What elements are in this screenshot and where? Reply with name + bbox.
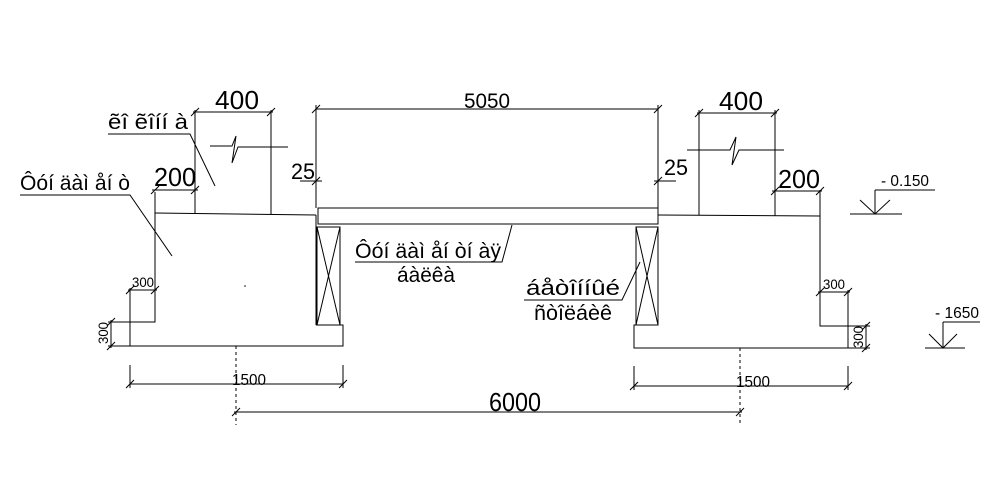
dim-top-span: 5050 (464, 90, 510, 113)
dim-step-h-right: 300 (850, 326, 866, 348)
leader-slab (355, 224, 513, 263)
label-slab-line2: áàëêà (397, 264, 455, 287)
level-bottom-label: - 1650 (935, 305, 979, 322)
dim-footing-left: 1500 (232, 372, 266, 389)
dim-step-h-left: 300 (95, 322, 111, 344)
dim-gap-left: 25 (291, 159, 315, 184)
dim-footing-right: 1500 (736, 374, 770, 391)
label-body-left: Ôóí äàì åí ò (20, 172, 130, 195)
level-mark-bottom (925, 321, 980, 349)
leader-body-left (20, 194, 173, 257)
left-pillar (316, 226, 341, 326)
dim-axis-span: 6000 (489, 387, 541, 417)
slab (315, 181, 659, 225)
label-pillar-line2: ñòîëáèê (534, 302, 612, 325)
break-line-right (687, 136, 784, 166)
level-mark-top (850, 189, 935, 215)
dim-step-w-right: 300 (823, 276, 845, 292)
right-foundation (633, 110, 849, 349)
label-slab-line1: Ôóí äàì åí òí àÿ (355, 240, 501, 263)
leader-pillar (524, 261, 641, 301)
left-foundation (129, 110, 344, 347)
dim-step-w-left: 300 (132, 274, 154, 290)
label-pillar-line1: áåòîííûé (526, 277, 620, 300)
dim-cap-left: 400 (215, 85, 259, 115)
dim-gap-right: 25 (664, 155, 688, 180)
dim-ledge-right: 200 (778, 164, 820, 194)
leader-top-left (108, 133, 216, 187)
dim-cap-right: 400 (719, 86, 763, 116)
break-line-left (210, 135, 288, 164)
right-pillar (635, 226, 659, 326)
dim-ledge-left: 200 (154, 162, 196, 192)
label-top-left: ẽî ẽîíí à (108, 111, 188, 134)
level-top-label: - 0.150 (881, 173, 929, 190)
